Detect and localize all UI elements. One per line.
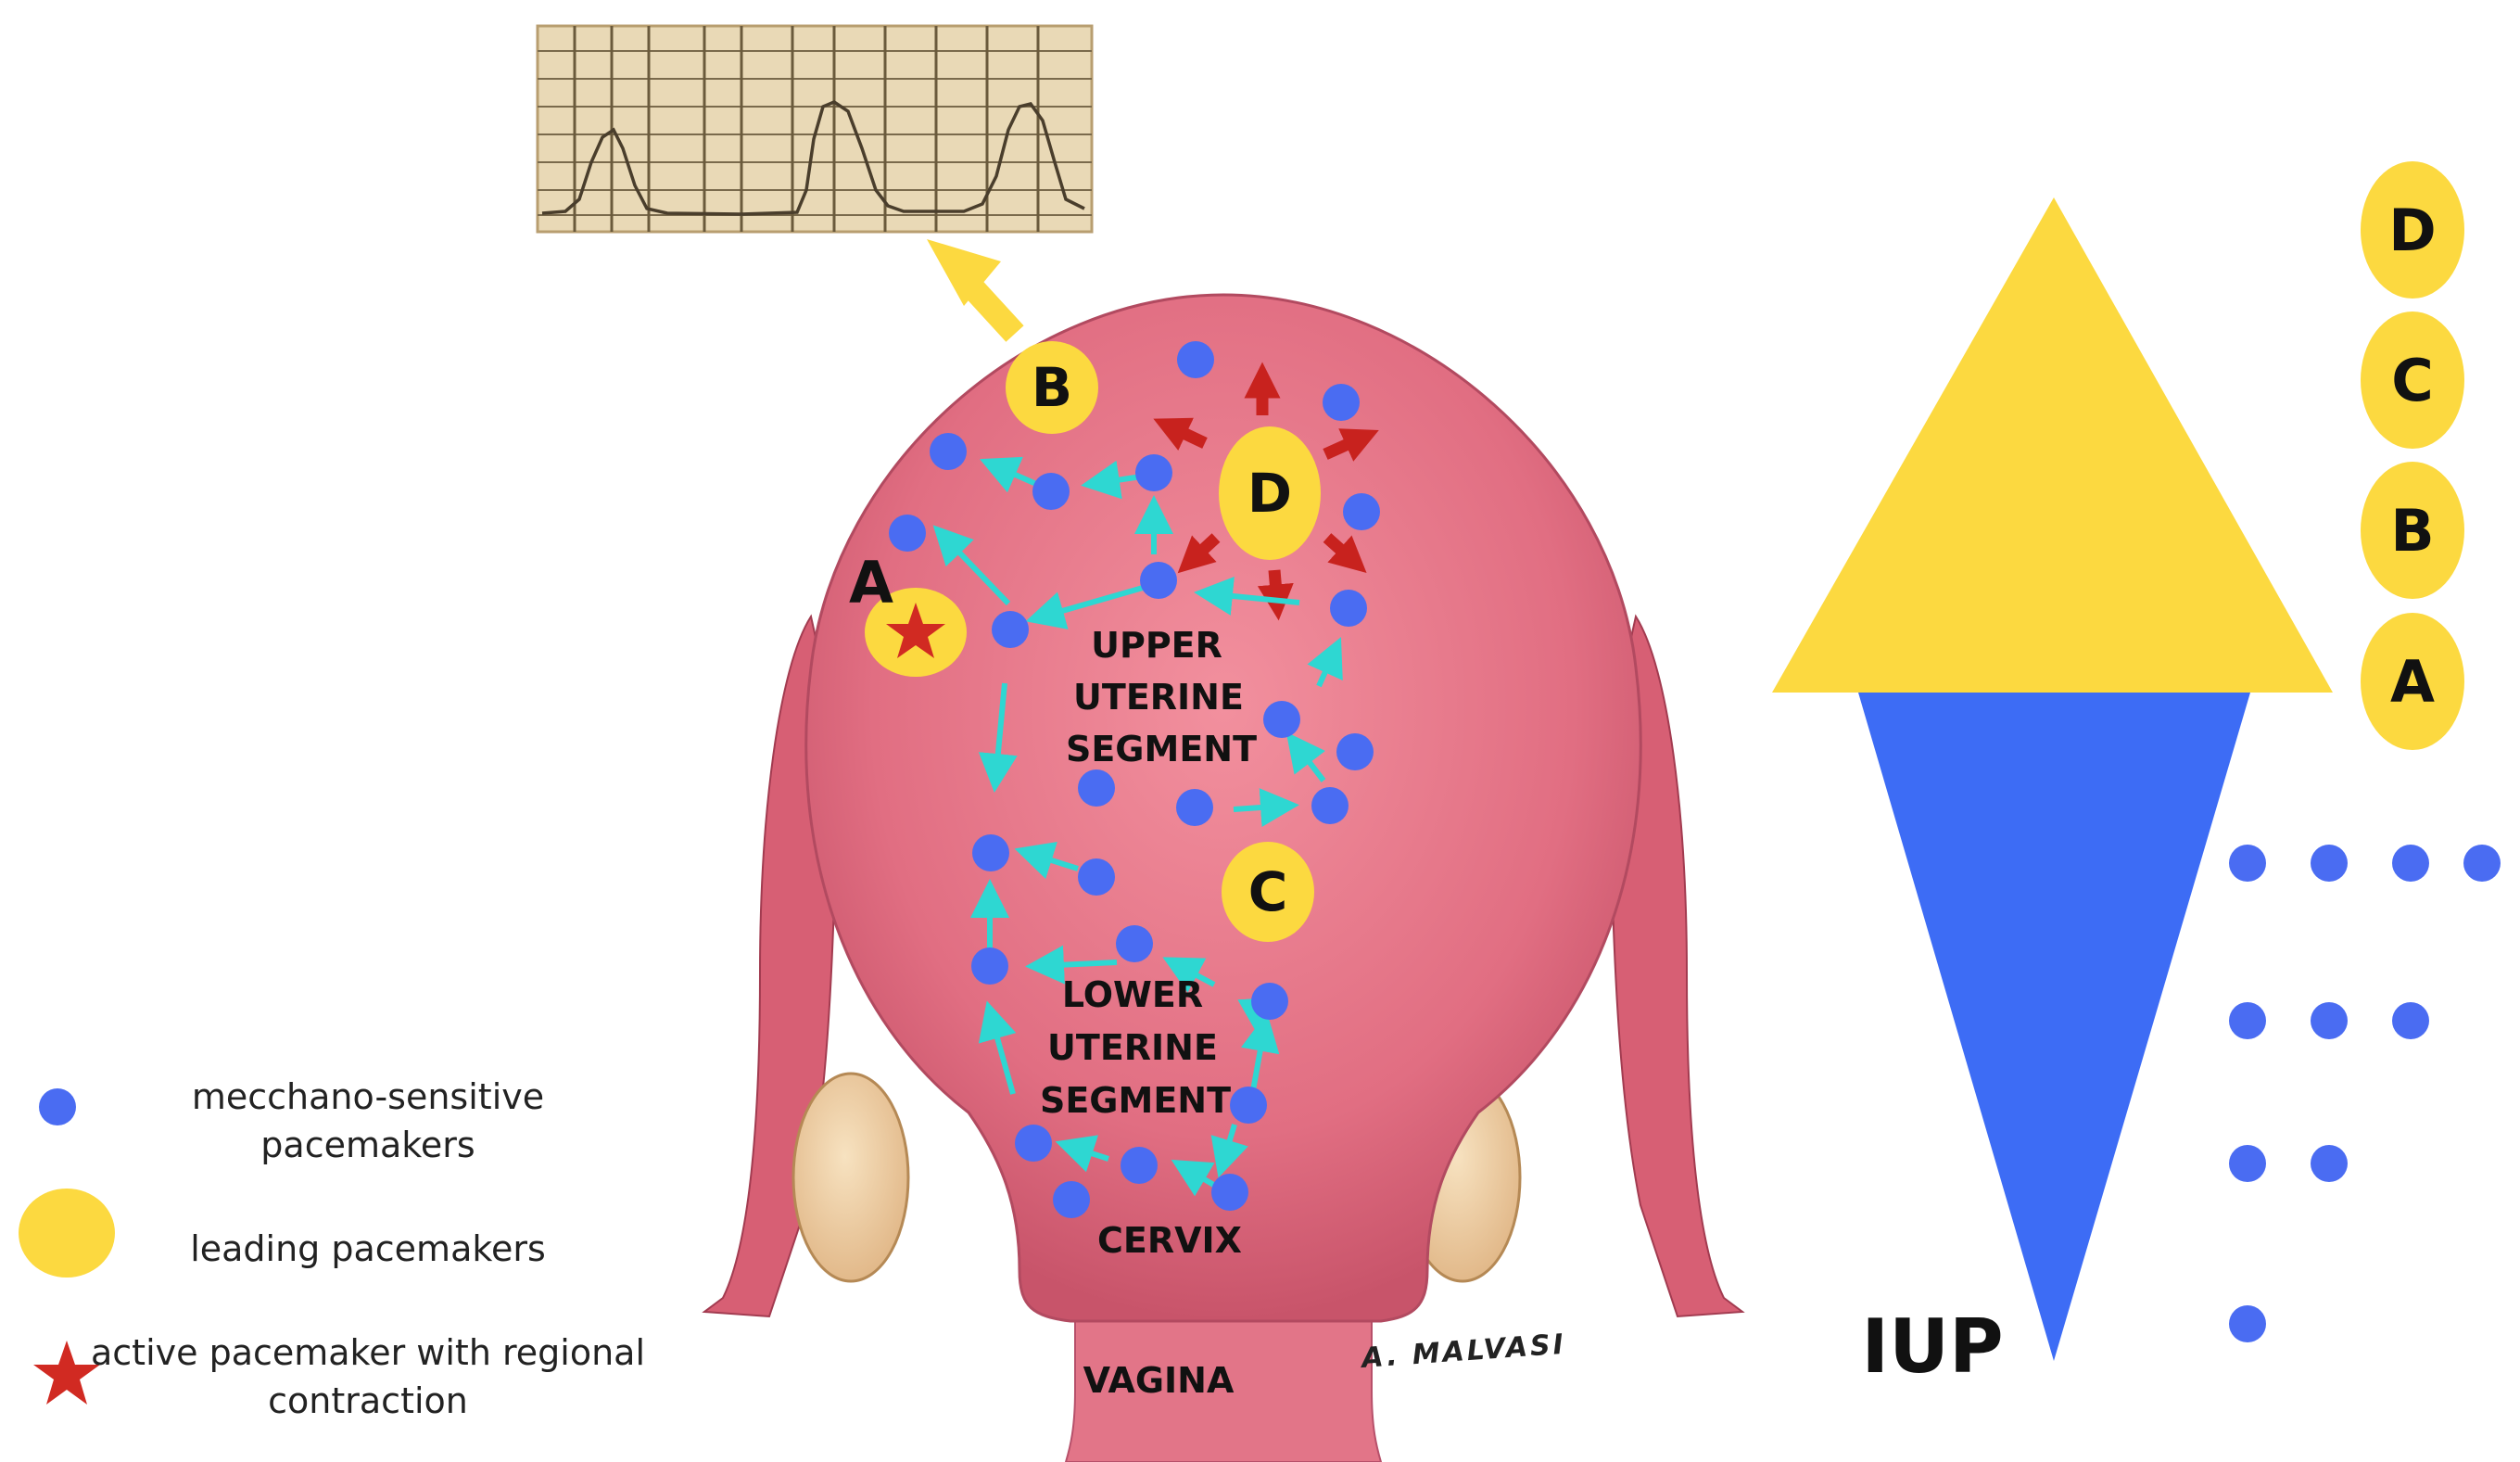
cervix-label: CERVIX <box>1097 1220 1242 1261</box>
vagina-label: VAGINA <box>1083 1360 1235 1401</box>
svg-text:SEGMENT: SEGMENT <box>1066 729 1257 769</box>
svg-text:UTERINE: UTERINE <box>1047 1027 1218 1068</box>
svg-text:B: B <box>1032 356 1072 419</box>
legend-blue-dot <box>39 1088 76 1125</box>
arrow-icon <box>927 239 1024 342</box>
scale-dot-rows <box>2229 845 2501 1342</box>
scale-level-ovals: D C B A <box>2361 161 2464 750</box>
leading-pacemaker-c: C <box>1222 842 1314 942</box>
star-icon <box>33 1341 100 1405</box>
svg-text:SEGMENT: SEGMENT <box>1040 1080 1231 1121</box>
mechano-sensitive-pacemakers <box>889 341 1380 1218</box>
legend-mechano-line2: pacemakers <box>260 1125 475 1165</box>
svg-text:A: A <box>2390 648 2435 716</box>
iup-scale: IUP <box>1772 197 2333 1390</box>
legend-active-line2: contraction <box>268 1380 468 1421</box>
leading-pacemaker-b: B <box>1006 341 1098 434</box>
svg-text:D: D <box>1247 462 1292 525</box>
lower-segment-label: LOWER UTERINE SEGMENT <box>1040 974 1231 1121</box>
iup-label: IUP <box>1861 1303 2003 1390</box>
leading-pacemaker-d: D <box>1219 426 1321 560</box>
star-icon <box>886 603 945 658</box>
propagation-arrows <box>932 456 1343 1197</box>
blue-triangle <box>1858 693 2250 1361</box>
yellow-triangle <box>1772 197 2333 693</box>
uterus-illustration <box>702 293 1745 1462</box>
legend-active-line1: active pacemaker with regional <box>91 1332 645 1373</box>
svg-text:UTERINE: UTERINE <box>1073 677 1244 718</box>
left-ovary <box>791 1072 910 1283</box>
svg-text:A: A <box>849 549 893 617</box>
legend-mechano-line1: mecchano-sensitive <box>192 1076 544 1117</box>
upper-segment-label: UPPER UTERINE SEGMENT <box>1066 625 1257 769</box>
svg-text:LOWER: LOWER <box>1062 974 1203 1015</box>
leading-pacemaker-a: A <box>849 549 967 677</box>
svg-text:B: B <box>2390 497 2434 565</box>
svg-text:C: C <box>1248 860 1288 923</box>
artist-signature: A. MALVASI <box>1359 1329 1567 1375</box>
tocograph-trace-icon <box>536 24 1094 234</box>
legend-yellow-oval <box>19 1189 115 1278</box>
legend: mecchano-sensitive pacemakers leading pa… <box>19 1076 645 1421</box>
contraction-burst <box>1153 362 1379 621</box>
legend-leading: leading pacemakers <box>190 1228 546 1269</box>
svg-text:C: C <box>2391 347 2434 414</box>
svg-text:UPPER: UPPER <box>1091 625 1222 666</box>
svg-text:D: D <box>2388 197 2436 264</box>
